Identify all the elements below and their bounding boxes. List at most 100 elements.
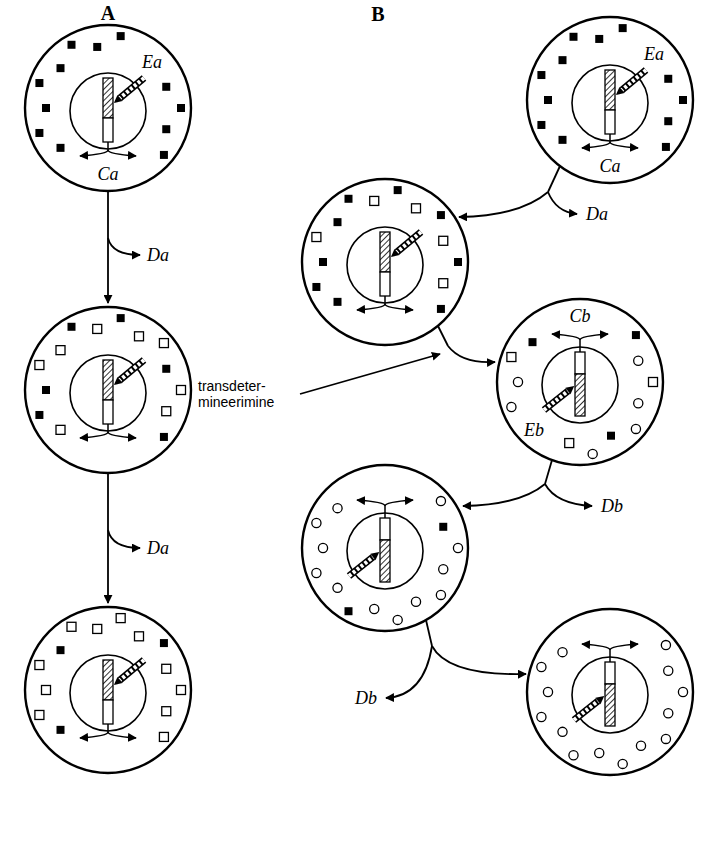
pencil-hatch <box>349 557 373 576</box>
pencil-tip <box>114 95 123 103</box>
expression-arrow <box>385 304 413 310</box>
expression-arrow <box>80 424 108 438</box>
product-open-circle <box>513 377 522 386</box>
pencil-tip <box>566 386 575 394</box>
product-open-circle <box>618 759 627 768</box>
product-open-circle <box>664 709 673 718</box>
product-open-square <box>412 204 421 213</box>
chromosome-inactive <box>605 684 615 726</box>
product-open-circle <box>312 568 321 577</box>
product-filled <box>529 338 537 346</box>
pencil-hatch <box>120 660 144 680</box>
product-open-square <box>162 407 171 416</box>
arrow <box>386 646 432 698</box>
product-filled <box>117 32 125 40</box>
product-open-circle <box>436 590 445 599</box>
pencil-hatch <box>544 391 568 410</box>
product-open-circle <box>537 662 546 671</box>
arrows <box>108 166 592 698</box>
pencil-body <box>397 232 421 252</box>
product-open-circle <box>370 604 379 613</box>
product-label: Db <box>601 496 623 517</box>
product-open-circle <box>411 597 420 606</box>
cell-drawing <box>302 179 468 345</box>
chromosome-active <box>103 400 113 424</box>
gene-label: Ea <box>644 44 664 65</box>
nucleus <box>70 73 146 149</box>
chromosome-active <box>103 118 113 142</box>
chromosome-inactive <box>103 360 113 400</box>
chromosome-inactive <box>605 70 615 110</box>
product-open-circle <box>678 687 687 696</box>
product-filled <box>437 211 445 219</box>
process-note: transdeter- mineerimine <box>198 378 294 410</box>
chromosome-active <box>575 352 585 374</box>
product-open-square <box>312 233 321 242</box>
expression-arrow <box>610 644 638 650</box>
expression-arrow <box>385 500 413 506</box>
panel-letter: B <box>371 3 384 26</box>
product-label: Da <box>147 245 169 266</box>
product-filled <box>177 104 185 112</box>
product-open-circle <box>333 504 342 513</box>
pencil-body <box>120 78 144 98</box>
product-open-square <box>135 332 144 341</box>
product-open-square <box>370 196 379 205</box>
product-open-circle <box>312 518 321 527</box>
pencil-hatch <box>574 701 598 720</box>
product-open-circle <box>661 734 670 743</box>
cell-drawing <box>537 24 687 151</box>
cell-outline <box>497 299 663 465</box>
expression-arrow <box>108 732 136 738</box>
product-open-circle <box>588 449 597 458</box>
product-filled <box>162 365 170 373</box>
arrow <box>548 166 560 192</box>
product-open-square <box>439 279 448 288</box>
product-open-square <box>35 361 44 370</box>
expression-arrow <box>580 334 608 340</box>
product-open-circle <box>569 751 578 760</box>
nucleus <box>572 657 648 733</box>
pencil-body <box>544 391 568 410</box>
pencil-body <box>120 660 144 680</box>
nucleus <box>347 227 423 303</box>
product-filled <box>42 386 50 394</box>
pencil-hatch <box>120 78 144 98</box>
product-open-circle <box>543 687 552 696</box>
product-filled <box>93 43 101 51</box>
product-open-circle <box>558 727 567 736</box>
cell-outline <box>25 307 191 473</box>
product-filled <box>664 117 672 125</box>
pencil-hatch <box>120 360 144 380</box>
product-open-circle <box>636 741 645 750</box>
pencil-tip <box>616 87 625 95</box>
chromosome-inactive <box>575 374 585 416</box>
cell-drawings <box>25 24 693 775</box>
nucleus <box>70 655 146 731</box>
pencil-hatch <box>622 70 646 90</box>
product-filled <box>160 433 168 441</box>
arrow <box>107 473 109 603</box>
cell-drawing <box>507 331 658 458</box>
expression-arrow <box>80 142 108 156</box>
pencil-tip <box>114 677 123 685</box>
chromosome-active <box>605 110 615 134</box>
product-filled <box>334 218 342 226</box>
gene-label: Ca <box>599 156 620 177</box>
product-open-circle <box>393 615 402 624</box>
cell: EaCa <box>25 25 191 191</box>
product-open-circle <box>436 496 445 505</box>
cell-drawing <box>302 465 468 631</box>
product-filled <box>312 283 320 291</box>
product-label: Da <box>586 204 608 225</box>
product-filled <box>162 125 170 133</box>
cell-outline <box>302 179 468 345</box>
product-filled <box>664 75 672 83</box>
product-open-square <box>56 346 65 355</box>
expression-arrow <box>357 500 385 518</box>
product-filled <box>42 104 50 112</box>
arrow <box>459 192 548 217</box>
expression-arrow <box>357 296 385 310</box>
cell-outline <box>527 17 693 183</box>
